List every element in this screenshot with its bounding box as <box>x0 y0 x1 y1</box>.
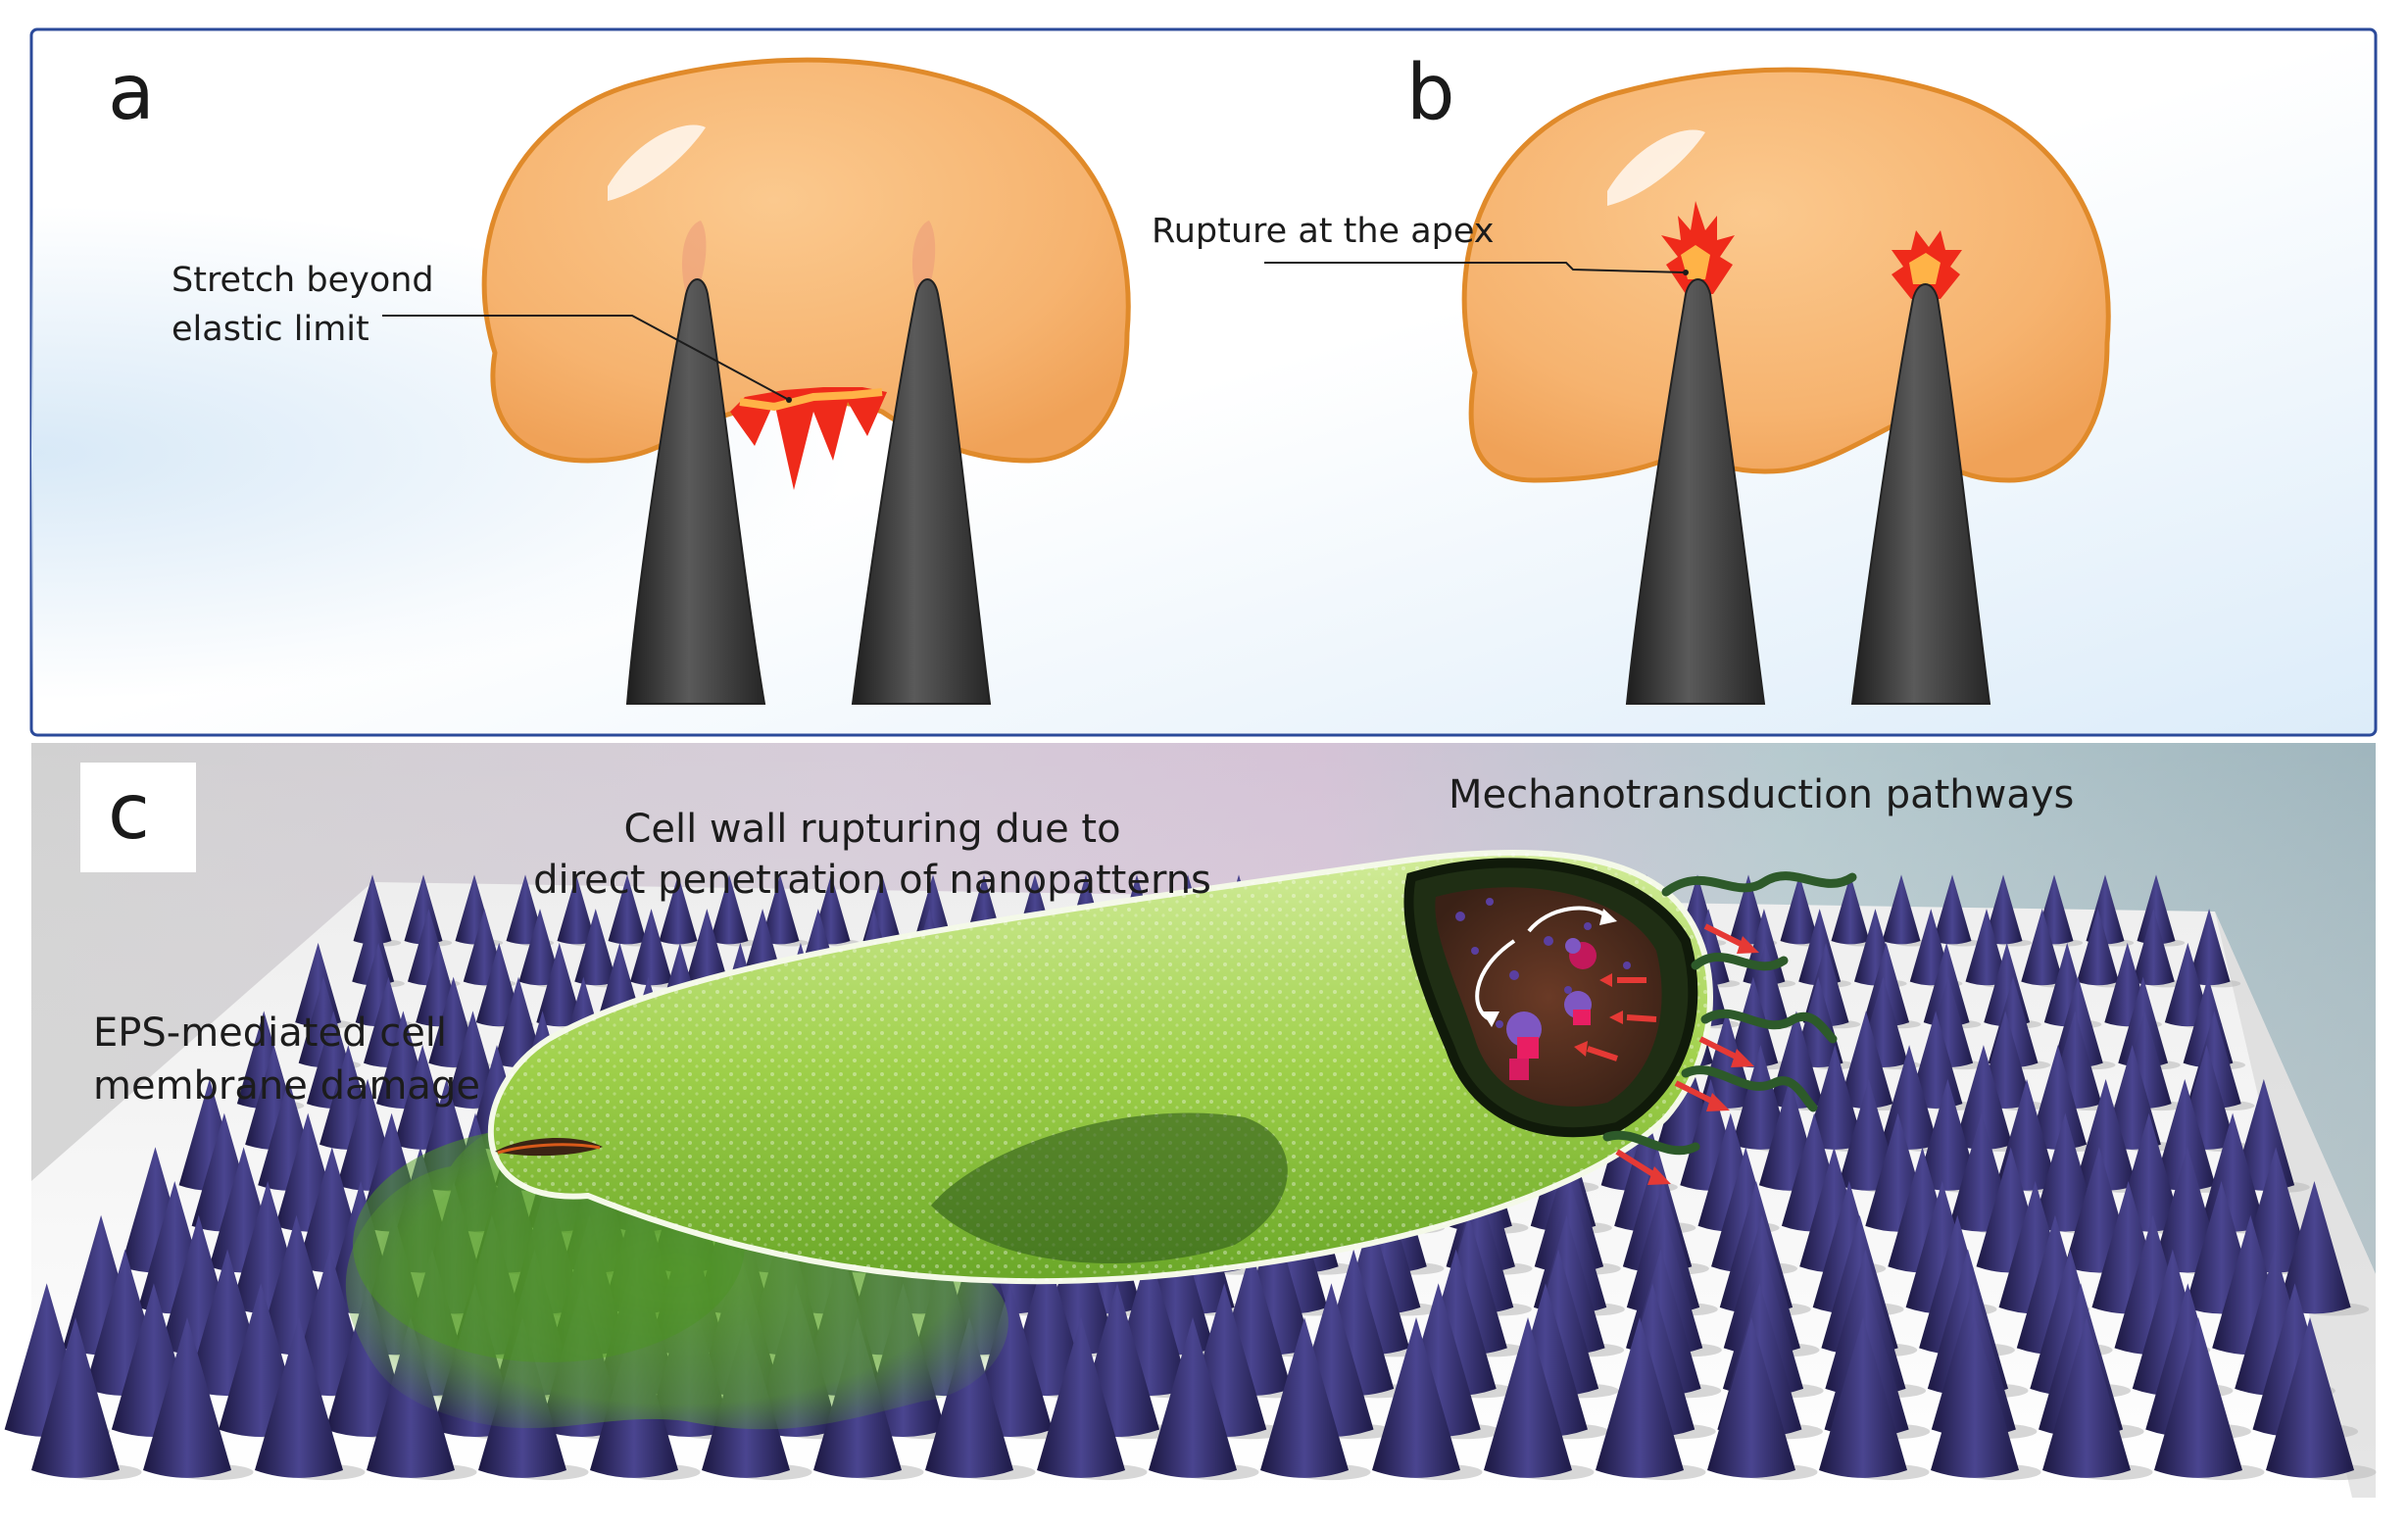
panel-c-letter-box <box>80 763 196 872</box>
panel-b-pillar-left <box>1625 278 1766 705</box>
nanospike <box>2240 1147 2311 1273</box>
panel-c-eps-line1: EPS-mediated cell <box>93 1011 448 1056</box>
nanospike <box>2137 874 2176 945</box>
nanospike <box>2266 1317 2354 1478</box>
panel-b-rupture-left <box>1661 201 1735 294</box>
nanospike <box>913 874 953 945</box>
panel-c-scene <box>4 743 2377 1498</box>
nanospike <box>608 874 647 945</box>
nanospike <box>2154 1317 2242 1478</box>
panel-b-annotation: Rupture at the apex <box>1152 212 1495 251</box>
panel-c-letter: c <box>108 768 150 857</box>
nanospike <box>925 1317 1013 1478</box>
panel-c-flagella <box>1602 871 1857 1156</box>
nanospike <box>2164 942 2211 1027</box>
panel-b-pillar-right <box>1850 283 1991 705</box>
nanospike <box>1780 874 1819 945</box>
nanospike <box>557 874 596 945</box>
panel-a-rupture <box>730 387 887 490</box>
nanospike <box>1732 1045 1790 1150</box>
nanospike <box>1805 1045 1864 1150</box>
nanospike <box>255 1317 343 1478</box>
panel-c-force-arrows <box>1615 923 1759 1185</box>
panel-a-pillar-left <box>625 278 766 705</box>
nanospike <box>659 874 698 945</box>
panel-c-penetration-window <box>931 1112 1288 1264</box>
nanospike <box>2021 909 2064 986</box>
panel-b-letter: b <box>1406 49 1455 137</box>
nanospike <box>685 909 728 986</box>
panel-a-leader-line <box>382 315 790 401</box>
panel-c-eps-line2: membrane damage <box>93 1063 480 1109</box>
nanospike <box>2132 909 2175 986</box>
nanospike <box>1880 1045 1939 1150</box>
nanospike <box>1372 1317 1460 1478</box>
nanospike <box>2042 1317 2131 1478</box>
panel-b-leader-line <box>1264 262 1687 273</box>
nanospike <box>1917 1078 1979 1191</box>
nanospike <box>1965 909 2008 986</box>
nanospike <box>2153 1078 2216 1191</box>
panel-a-pillar-right <box>851 278 992 705</box>
nanospike <box>143 1317 231 1478</box>
nanospike <box>1149 1317 1237 1478</box>
nanospike <box>2187 909 2231 986</box>
nanospike <box>2029 1045 2088 1150</box>
panel-b-cell <box>1461 67 2111 483</box>
nanospike <box>1954 1045 2013 1150</box>
panel-c-particles <box>1455 898 1631 1028</box>
panel-c-bacterium <box>487 850 1713 1285</box>
panel-a-cell-diagram <box>382 57 1131 705</box>
panel-c-wall-rupture-line1: Cell wall rupturing due to <box>623 807 1121 852</box>
nanospike <box>1933 874 1972 945</box>
panel-a-letter: a <box>108 49 155 137</box>
nanospike <box>353 874 392 945</box>
nanospike <box>1984 874 2023 945</box>
nanospike <box>761 874 800 945</box>
nanospike <box>710 874 749 945</box>
nanospike <box>1707 1317 1795 1478</box>
panel-a-highlight <box>608 124 706 201</box>
panel-b-rupture-right <box>1892 230 1962 299</box>
nanospike <box>2278 1181 2351 1314</box>
nanospike <box>2075 1078 2137 1191</box>
nanospike <box>1882 874 1921 945</box>
panel-c-wall-rupture-line2: direct penetration of nanopatterns <box>533 858 1211 903</box>
nanospike <box>1596 1317 1684 1478</box>
nanospike <box>1260 1317 1349 1478</box>
nanospike <box>1484 1317 1572 1478</box>
panel-a-annotation-line2: elastic limit <box>172 310 369 349</box>
panel-c-mechanotransduction: Mechanotransduction pathways <box>1449 772 2075 817</box>
nanospike <box>574 909 617 986</box>
nanospike <box>493 976 544 1068</box>
panel-c-cutaway <box>1403 858 1698 1138</box>
nanospike <box>1819 1317 1907 1478</box>
panel-a-annotation-line1: Stretch beyond <box>172 261 434 300</box>
nanospike <box>1863 942 1910 1027</box>
nanospike <box>518 909 562 986</box>
panel-b-cell-diagram <box>1264 67 2111 705</box>
nanospike <box>1037 1317 1125 1478</box>
nanospike <box>1839 1011 1893 1109</box>
nanospike <box>31 1317 120 1478</box>
nanospike <box>2077 909 2119 986</box>
nanospike <box>2033 1112 2098 1232</box>
nanospike <box>1729 874 1768 945</box>
panel-a-letter-box <box>80 43 196 153</box>
nanospike <box>630 909 672 986</box>
panel-c-proteins <box>1506 938 1597 1080</box>
nanospike <box>536 942 583 1027</box>
nanospike <box>1831 874 1870 945</box>
nanospike <box>1931 1317 2019 1478</box>
